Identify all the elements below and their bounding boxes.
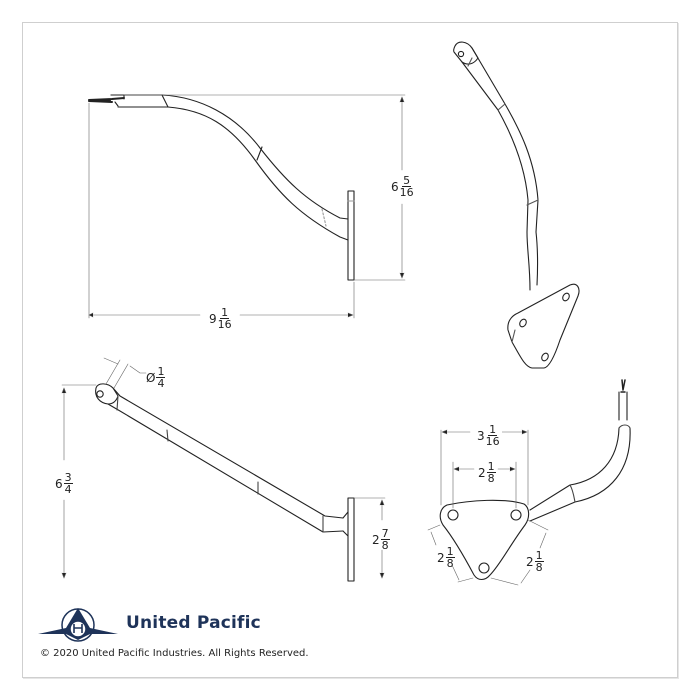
copyright-text: © 2020 United Pacific Industries. All Ri… <box>40 648 309 659</box>
dim-den: 16 <box>485 435 500 448</box>
dim-num: 1 <box>486 460 496 473</box>
dim-den: 8 <box>381 539 389 552</box>
drawing-frame <box>22 22 678 678</box>
brand-name: United Pacific <box>126 612 261 633</box>
dim-whole: 6 <box>391 179 399 194</box>
dim-num: 3 <box>63 471 73 484</box>
dim-den: 4 <box>64 483 72 496</box>
dim-num: 5 <box>402 174 412 187</box>
front-view-dimension-lines <box>61 357 386 579</box>
dim-num: 1 <box>156 365 166 378</box>
plate-view-bracket <box>439 379 631 581</box>
dim-den: 8 <box>487 472 495 485</box>
dim-whole: 2 <box>478 465 486 480</box>
dim-den: 4 <box>157 377 165 390</box>
dim-num: 1 <box>534 549 544 562</box>
side-view-bracket <box>88 94 355 281</box>
plate-view-dimension-lines <box>427 429 549 586</box>
diameter-symbol: Ø <box>146 370 156 385</box>
dim-num: 1 <box>220 306 230 319</box>
side-view-dimension-lines <box>88 94 406 319</box>
dim-whole: 6 <box>55 476 63 491</box>
dim-whole: 9 <box>209 311 217 326</box>
dim-den: 16 <box>217 318 232 331</box>
dim-den: 8 <box>535 561 543 574</box>
united-pacific-logo-icon <box>38 607 118 642</box>
isometric-bracket <box>453 41 580 369</box>
dim-whole: 3 <box>477 428 485 443</box>
dim-whole: 2 <box>372 532 380 547</box>
dim-num: 7 <box>380 527 390 540</box>
dim-num: 1 <box>445 545 455 558</box>
dim-whole: 2 <box>437 550 445 565</box>
brand-logo: United Pacific <box>36 600 261 645</box>
dim-whole: 2 <box>526 554 534 569</box>
dim-den: 8 <box>446 557 454 570</box>
dim-den: 16 <box>399 186 414 199</box>
dim-num: 1 <box>488 423 498 436</box>
front-view-bracket <box>95 383 355 582</box>
